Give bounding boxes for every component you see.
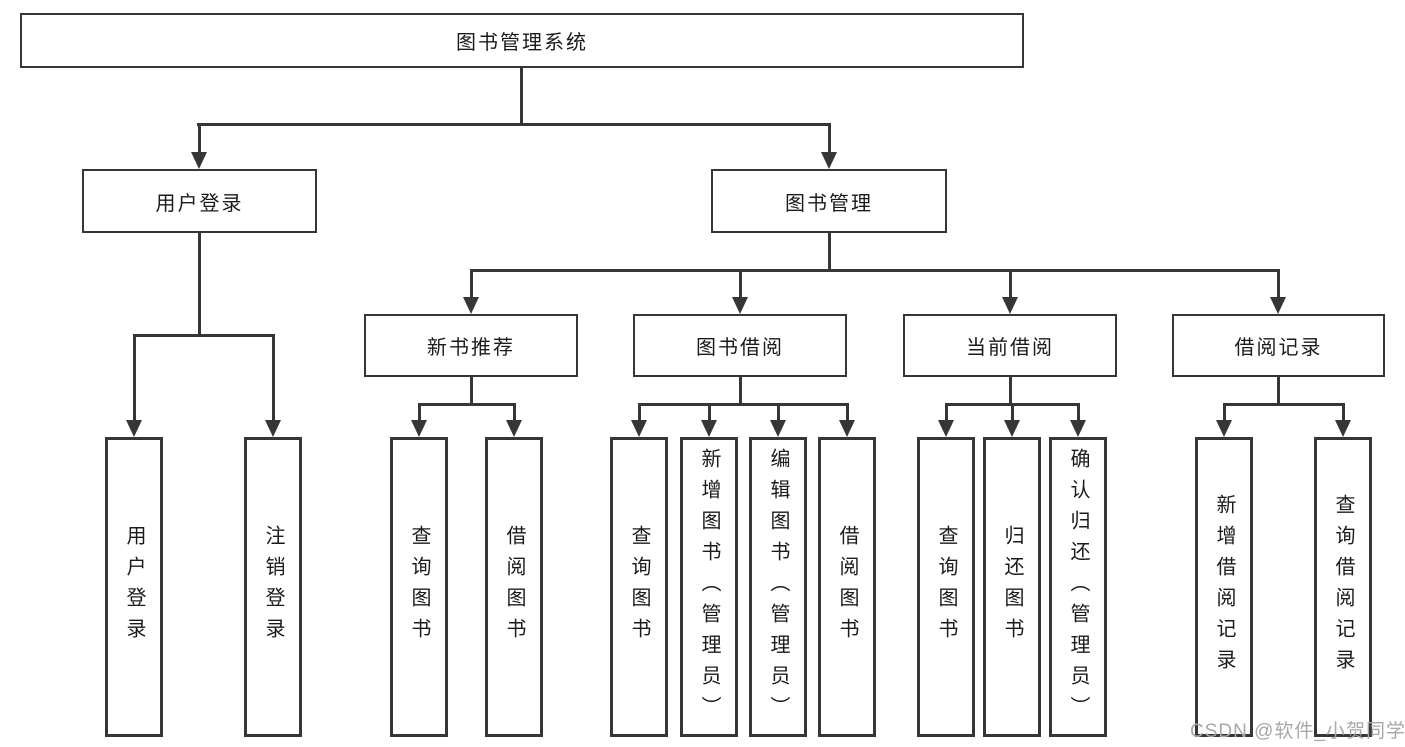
connector-borrowing-stem [739,377,742,405]
leaf-query-books-recommend: 查询图书 [390,437,448,737]
node-borrow-records: 借阅记录 [1172,314,1385,377]
connector-mgmt-stem [828,233,831,272]
connector-recommend-bar [418,403,515,406]
arrowhead-icon [631,420,647,437]
leaf-borrow-books-borrowing: 借阅图书 [818,437,876,737]
arrowhead-icon [839,420,855,437]
arrowhead-icon [1335,420,1351,437]
leaf-logout: 注销登录 [244,437,302,737]
connector-mgmt-drop-2 [739,269,742,298]
connector-current-drop-2 [1011,403,1014,421]
leaf-query-books-borrowing: 查询图书 [610,437,668,737]
arrowhead-icon [1002,297,1018,314]
connector-login-drop-left [133,334,136,422]
arrowhead-icon [1270,297,1286,314]
connector-login-bar [133,334,274,337]
node-library-system: 图书管理系统 [20,13,1024,68]
connector-borrowing-drop-1 [638,403,641,421]
arrowhead-icon [938,420,954,437]
connector-root-bar [197,123,831,126]
connector-records-bar [1223,403,1345,406]
arrowhead-icon [821,152,837,169]
leaf-user-login: 用户登录 [105,437,163,737]
connector-borrowing-drop-2 [708,403,711,421]
arrowhead-icon [1216,420,1232,437]
arrowhead-icon [463,297,479,314]
connector-borrowing-drop-3 [777,403,780,421]
node-current-borrowing: 当前借阅 [903,314,1117,377]
connector-borrowing-bar [638,403,849,406]
leaf-confirm-return-admin: 确认归还（管理员） [1049,437,1107,737]
leaf-add-borrow-record: 新增借阅记录 [1195,437,1253,737]
connector-records-drop-1 [1223,403,1226,421]
arrowhead-icon [506,420,522,437]
leaf-return-book: 归还图书 [983,437,1041,737]
arrowhead-icon [770,420,786,437]
connector-records-stem [1277,377,1280,405]
connector-recommend-drop-1 [418,403,421,421]
connector-current-drop-1 [945,403,948,421]
connector-mgmt-drop-3 [1009,269,1012,298]
connector-current-stem [1009,377,1012,405]
arrowhead-icon [1004,420,1020,437]
connector-mgmt-drop-4 [1277,269,1280,298]
connector-current-drop-3 [1077,403,1080,421]
arrowhead-icon [732,297,748,314]
leaf-edit-book-admin: 编辑图书（管理员） [749,437,807,737]
leaf-borrow-books-recommend: 借阅图书 [485,437,543,737]
arrowhead-icon [191,152,207,169]
connector-login-drop-right [272,334,275,422]
connector-root-drop-left [198,123,201,155]
arrowhead-icon [411,420,427,437]
node-user-login: 用户登录 [82,169,317,233]
arrowhead-icon [701,420,717,437]
leaf-query-borrow-record: 查询借阅记录 [1314,437,1372,737]
connector-borrowing-drop-4 [846,403,849,421]
connector-records-drop-2 [1342,403,1345,421]
connector-root-stem [520,68,523,124]
connector-mgmt-bar [470,269,1279,272]
arrowhead-icon [1070,420,1086,437]
arrowhead-icon [265,420,281,437]
connector-recommend-drop-2 [513,403,516,421]
node-book-management: 图书管理 [711,169,947,233]
leaf-query-books-current: 查询图书 [917,437,975,737]
connector-mgmt-drop-1 [470,269,473,298]
csdn-watermark: CSDN @软件_小贺同学 [1190,721,1405,742]
arrowhead-icon [126,420,142,437]
leaf-add-book-admin: 新增图书（管理员） [680,437,738,737]
node-book-borrowing: 图书借阅 [633,314,847,377]
connector-root-drop-right [828,123,831,155]
connector-recommend-stem [470,377,473,405]
connector-login-stem [198,233,201,335]
node-new-book-recommend: 新书推荐 [364,314,578,377]
